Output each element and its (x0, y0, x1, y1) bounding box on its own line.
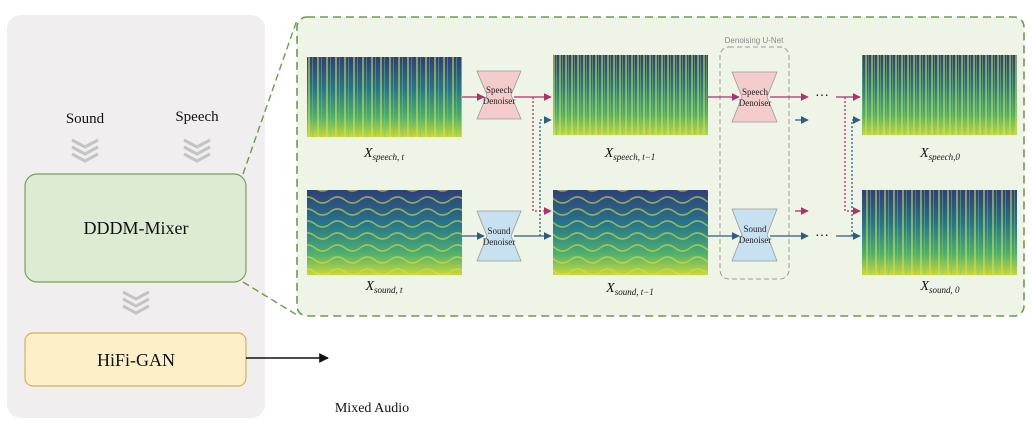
arrow-sound-cross-2 (851, 116, 861, 236)
caption-speech-t-minus-1: Xspeech, t−1 (604, 146, 656, 162)
svg-text:Denoiser: Denoiser (739, 98, 772, 108)
spectrogram-speech-0 (862, 55, 1017, 135)
caption-sound-t-minus-1: Xsound, t−1 (605, 281, 654, 297)
mixed-audio-label: Mixed Audio (335, 401, 409, 416)
caption-sound-t: Xsound, t (364, 279, 403, 295)
sound-denoiser-1: Sound Denoiser (476, 210, 522, 262)
caption-sound-0: Xsound, 0 (919, 279, 960, 295)
ellipsis-sound: ··· (815, 229, 829, 244)
hifigan-box (24, 332, 247, 387)
chevron-down-icon (183, 138, 211, 163)
speech-waveform (147, 49, 245, 95)
spectrogram-speech-t-minus-1 (553, 55, 708, 135)
mixed-audio-waveform (329, 325, 420, 389)
dddm-mixer-box (24, 173, 247, 283)
dddm-mixer-label: DDDM-Mixer (84, 218, 189, 238)
spectrogram-sound-t (307, 190, 462, 275)
svg-text:Denoiser: Denoiser (483, 237, 516, 247)
spectrogram-sound-t-minus-1 (553, 190, 708, 275)
unet-label: Denoising U-Net (725, 36, 784, 45)
caption-speech-t: Xspeech, t (363, 146, 405, 162)
chevron-down-icon (71, 138, 99, 163)
svg-text:Speech: Speech (486, 85, 512, 95)
speech-denoiser-2: Speech Denoiser (731, 71, 778, 123)
speech-label: Speech (175, 109, 219, 125)
speech-denoiser-1: Speech Denoiser (476, 70, 522, 120)
arrow-speech-cross-2 (844, 97, 861, 215)
ellipsis-speech: ··· (815, 89, 829, 104)
pipeline-panel (296, 16, 1025, 317)
sound-label: Sound (66, 111, 105, 127)
sound-denoiser-2: Sound Denoiser (731, 208, 778, 262)
arrow-speech-cross-1 (532, 97, 552, 215)
svg-text:Speech: Speech (742, 87, 768, 97)
svg-text:Denoiser: Denoiser (483, 96, 516, 106)
svg-text:Denoiser: Denoiser (739, 235, 772, 245)
unet-box (719, 46, 790, 280)
spectrogram-sound-0 (862, 190, 1017, 275)
spectrogram-speech-t (307, 57, 462, 137)
caption-speech-0: Xspeech,0 (919, 146, 960, 162)
svg-text:Sound: Sound (743, 224, 767, 234)
hifigan-label: HiFi-GAN (97, 350, 175, 370)
arrow-sound-cross-1 (539, 116, 552, 236)
svg-text:Sound: Sound (487, 226, 511, 236)
sound-waveform (26, 43, 136, 101)
chevron-down-icon (122, 290, 150, 315)
zoom-line-top (242, 19, 298, 175)
